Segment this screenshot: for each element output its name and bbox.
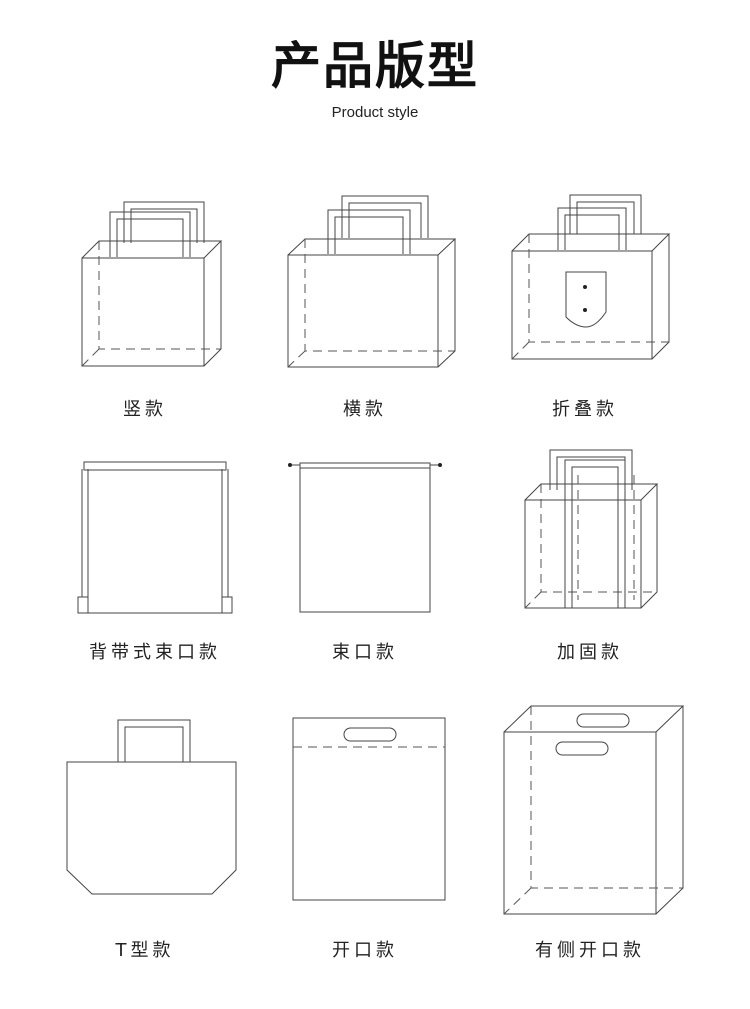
style-label-reinforced: 加固款: [557, 642, 623, 663]
page-title: 产品版型: [271, 37, 479, 95]
style-label-folding: 折叠款: [552, 399, 618, 420]
style-label-gusset-die-cut: 有侧开口款: [535, 940, 645, 961]
page-subtitle: Product style: [331, 104, 419, 121]
style-label-horizontal: 横款: [343, 399, 387, 420]
style-label-vertical: 竖款: [123, 399, 167, 420]
style-label-drawstring-backpack: 背带式束口款: [89, 642, 221, 663]
style-label-t-shape: T型款: [115, 940, 175, 961]
style-label-drawstring: 束口款: [332, 642, 398, 663]
style-label-die-cut: 开口款: [332, 940, 398, 961]
